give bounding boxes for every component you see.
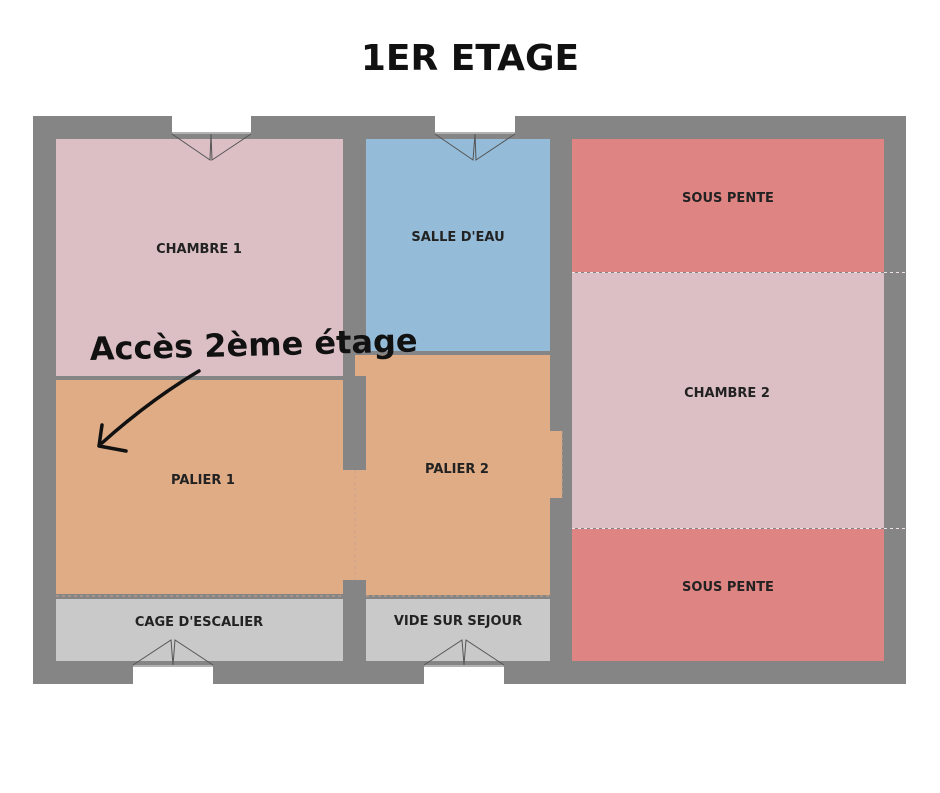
- label-sous-pente-top: SOUS PENTE: [682, 191, 774, 206]
- label-chambre-2: CHAMBRE 2: [684, 386, 770, 401]
- label-sous-pente-bottom: SOUS PENTE: [682, 580, 774, 595]
- room-vide-sur-sejour: [366, 599, 550, 661]
- label-salle-d-eau: SALLE D'EAU: [411, 230, 504, 245]
- wall-stub-right-upper: [550, 351, 572, 431]
- open-boundaries: [56, 431, 563, 597]
- room-cage-escalier: [56, 599, 343, 661]
- label-palier-1: PALIER 1: [171, 473, 235, 488]
- annotation-acces-2eme-etage: Accès 2ème étage: [89, 321, 418, 368]
- room-chambre-1: [56, 139, 343, 376]
- annotation-arrow-icon: [97, 369, 201, 453]
- floor-title: 1ER ETAGE: [361, 38, 579, 79]
- wall-stub-right-lower: [550, 498, 572, 599]
- label-palier-2: PALIER 2: [425, 462, 489, 477]
- wall-stub-left-lower: [343, 580, 366, 599]
- room-salle-d-eau: [366, 139, 550, 351]
- label-cage-escalier: CAGE D'ESCALIER: [135, 615, 263, 630]
- room-palier-1: [56, 380, 356, 594]
- chambre-2-boundaries: [572, 272, 906, 529]
- window-cage-escalier: [132, 639, 214, 684]
- window-chambre-1: [171, 116, 252, 161]
- room-sous-pente-top: [572, 139, 884, 272]
- label-vide-sur-sejour: VIDE SUR SEJOUR: [394, 614, 522, 629]
- window-vide-sur-sejour: [423, 639, 505, 684]
- room-palier-2: [355, 355, 562, 595]
- room-sous-pente-bottom: [572, 529, 884, 661]
- room-chambre-2: [572, 273, 884, 528]
- wall-stub-left-upper: [343, 376, 366, 470]
- window-salle-d-eau: [434, 116, 516, 161]
- label-chambre-1: CHAMBRE 1: [156, 242, 242, 257]
